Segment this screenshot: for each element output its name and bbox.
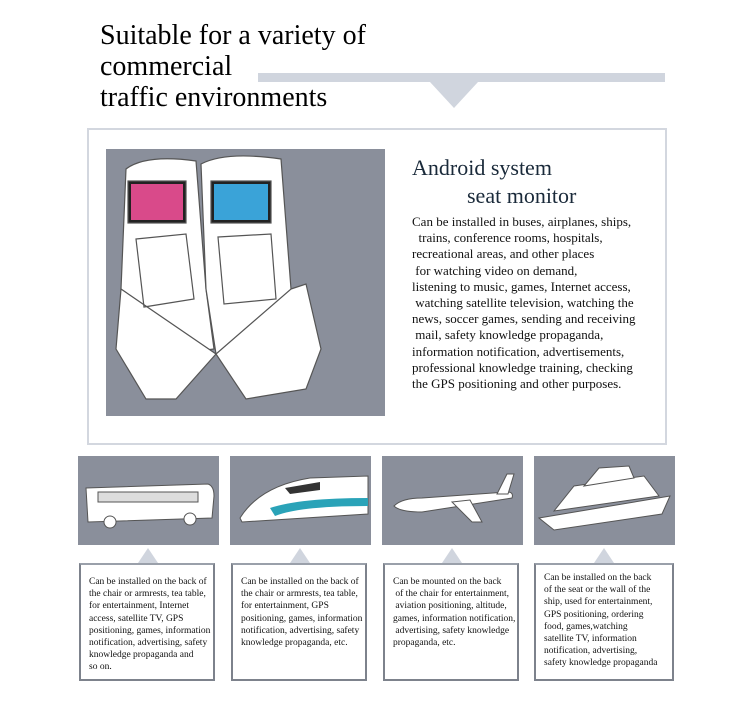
bus-description: Can be installed on the back of the chai…	[79, 563, 215, 681]
seat-monitor-image	[106, 149, 385, 416]
train-image	[230, 456, 371, 545]
bus-image	[78, 456, 219, 545]
feature-description: Can be installed in buses, airplanes, sh…	[412, 214, 636, 392]
down-arrow-icon	[430, 82, 478, 108]
feature-panel	[87, 128, 667, 445]
feature-title: Android system seat monitor	[412, 155, 577, 208]
airplane-description: Can be mounted on the back of the chair …	[383, 563, 519, 681]
ship-image	[534, 456, 675, 545]
ship-description: Can be installed on the back of the seat…	[534, 563, 674, 681]
pointer-icon	[442, 548, 462, 563]
decorative-bar	[258, 73, 665, 82]
pointer-icon	[594, 548, 614, 563]
airplane-image	[382, 456, 523, 545]
pointer-icon	[290, 548, 310, 563]
page-title: Suitable for a variety of commercial tra…	[100, 20, 366, 113]
pointer-icon	[138, 548, 158, 563]
train-description: Can be installed on the back of the chai…	[231, 563, 367, 681]
